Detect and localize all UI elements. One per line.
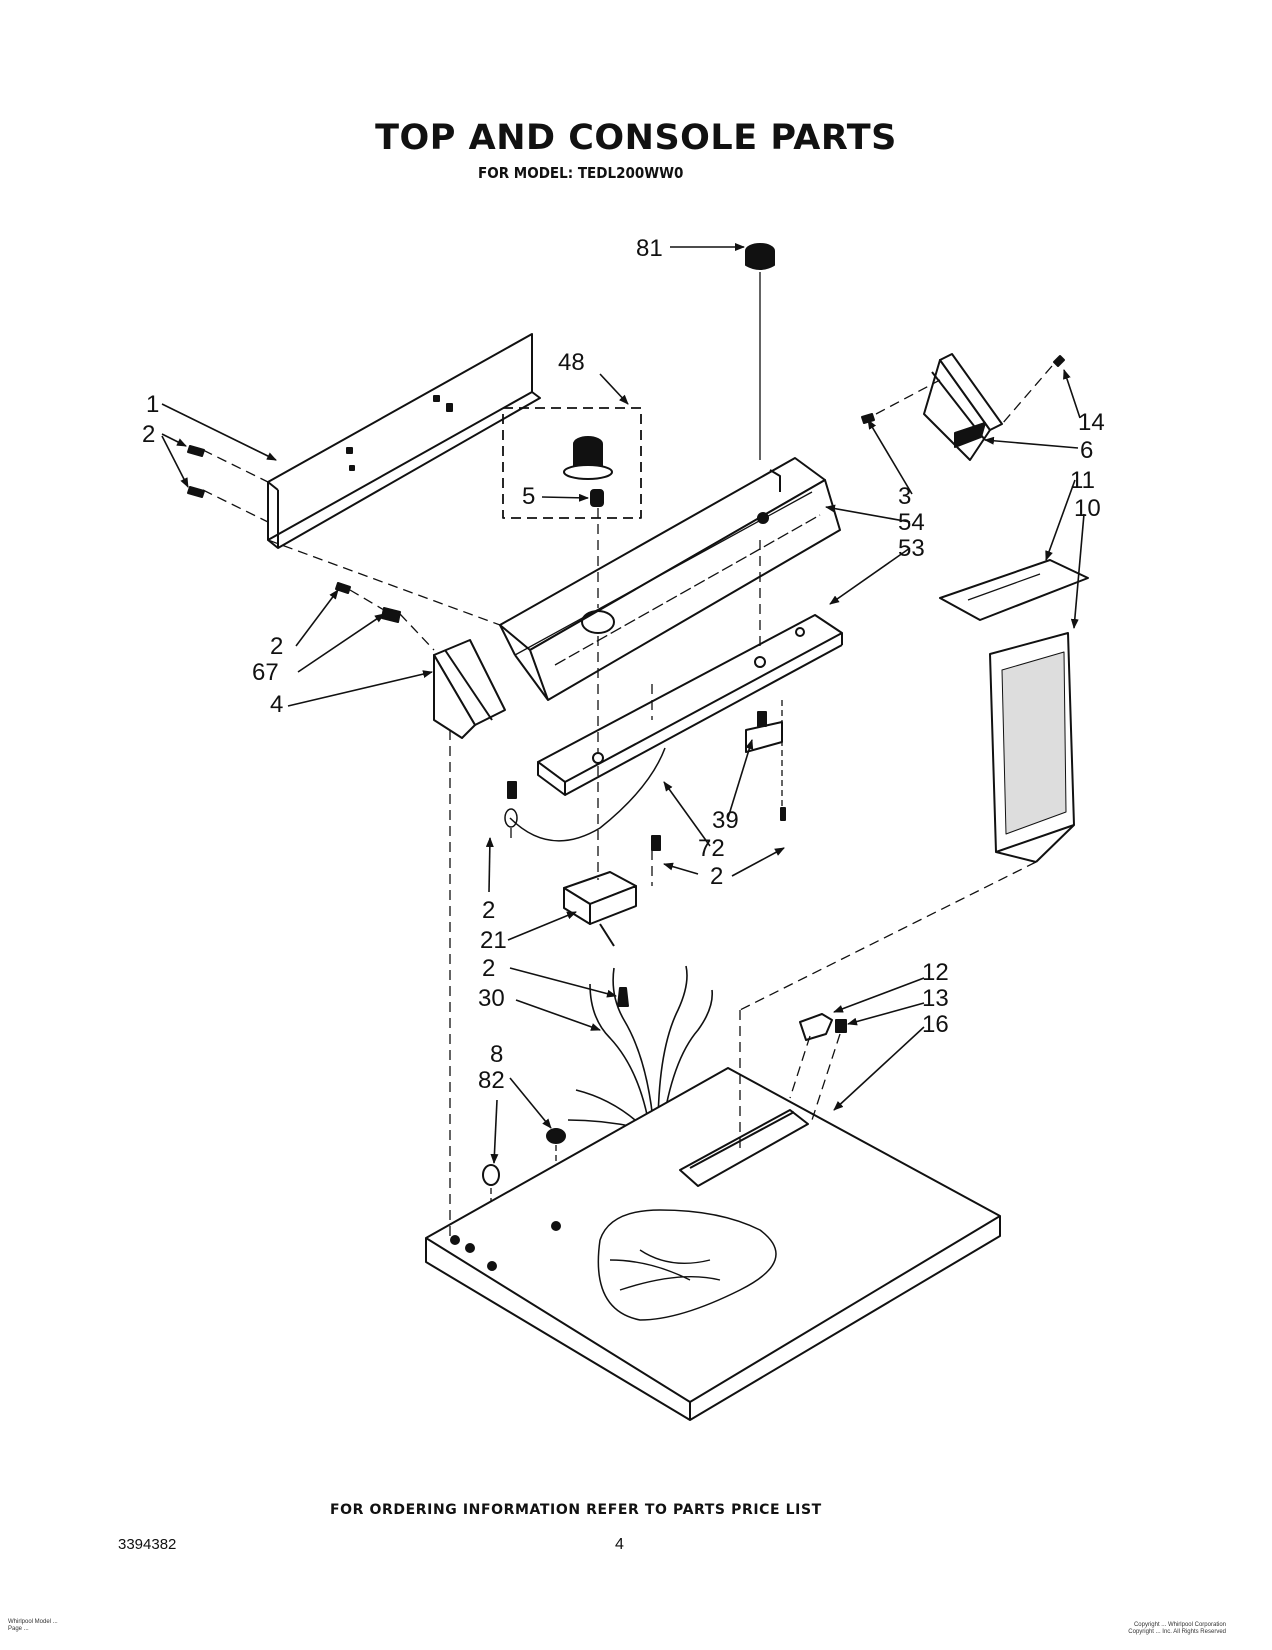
lint-screen-part <box>989 632 1075 863</box>
callout-16: 16 <box>922 1011 949 1038</box>
page-title: TOP AND CONSOLE PARTS <box>375 118 897 158</box>
timer-21-part <box>563 871 637 947</box>
callout-2-center: 2 <box>482 897 495 924</box>
top-panel-part <box>425 1067 1001 1421</box>
callout-8: 8 <box>490 1041 503 1068</box>
callout-4: 4 <box>270 691 283 718</box>
callout-48: 48 <box>558 349 585 376</box>
screw-14-part <box>1053 355 1065 367</box>
lint-cover-part <box>939 559 1089 621</box>
callout-5: 5 <box>522 483 535 510</box>
fine-print-left-line: Whirlpool Model ... <box>8 1619 58 1625</box>
knob-part <box>563 436 613 480</box>
fine-print-right-line: Copyright ... Inc. All Rights Reserved <box>1128 1629 1226 1635</box>
callout-2-lower: 2 <box>482 955 495 982</box>
callout-54: 54 <box>898 509 925 536</box>
callout-10: 10 <box>1074 495 1101 522</box>
knob-81-part <box>745 243 775 270</box>
switch-39-part <box>745 711 783 753</box>
screw-part-upper <box>187 445 205 498</box>
callout-2-right: 2 <box>710 863 723 890</box>
screw-2-left-part <box>335 582 351 594</box>
rear-bracket-part <box>267 333 541 549</box>
callout-2-top-left: 2 <box>142 421 155 448</box>
fine-print-left-line: Page ... <box>8 1626 29 1632</box>
callout-72: 72 <box>698 835 725 862</box>
page-number: 4 <box>615 1536 624 1553</box>
document-number: 3394382 <box>118 1536 177 1553</box>
callout-21: 21 <box>480 927 507 954</box>
knob-assembly-box <box>502 407 642 519</box>
control-housing-part <box>537 614 843 796</box>
alignment-lines <box>202 365 1053 1238</box>
callout-labels: 81 48 1 2 5 3 54 53 14 6 11 10 2 67 4 39… <box>142 235 1105 1094</box>
fine-print-right-line: Copyright ... Whirlpool Corporation <box>1133 1622 1226 1628</box>
model-subtitle: FOR MODEL: TEDL200WW0 <box>478 164 684 182</box>
leader-arrows <box>161 243 1085 1164</box>
callout-82: 82 <box>478 1067 505 1094</box>
callout-13: 13 <box>922 985 949 1012</box>
screw-13-part <box>835 1019 847 1033</box>
callout-39: 39 <box>712 807 739 834</box>
part-82 <box>482 1164 500 1186</box>
knob-spring-part <box>590 489 604 507</box>
screw-3-part <box>861 413 875 424</box>
clip-12-part <box>799 1013 833 1041</box>
callout-12: 12 <box>922 959 949 986</box>
console-panel-part <box>499 457 841 701</box>
fine-print-right: Copyright ... Whirlpool Corporation Copy… <box>1128 1622 1226 1636</box>
clip-67-part <box>381 607 401 623</box>
callout-6: 6 <box>1080 437 1093 464</box>
callout-14: 14 <box>1078 409 1105 436</box>
ordering-note: FOR ORDERING INFORMATION REFER TO PARTS … <box>330 1502 822 1518</box>
callout-11: 11 <box>1070 467 1095 494</box>
callout-3: 3 <box>898 483 911 510</box>
callout-67: 67 <box>252 659 279 686</box>
left-end-cap-part <box>433 639 506 739</box>
right-end-cap-part <box>923 353 1003 461</box>
callout-1: 1 <box>146 391 159 418</box>
callout-81: 81 <box>636 235 663 262</box>
callout-30: 30 <box>478 985 505 1012</box>
fine-print-left: Whirlpool Model ... Page ... <box>8 1619 58 1633</box>
callout-53: 53 <box>898 535 925 562</box>
callout-2-mid-left: 2 <box>270 633 283 660</box>
grommet-8-part <box>546 1128 566 1144</box>
